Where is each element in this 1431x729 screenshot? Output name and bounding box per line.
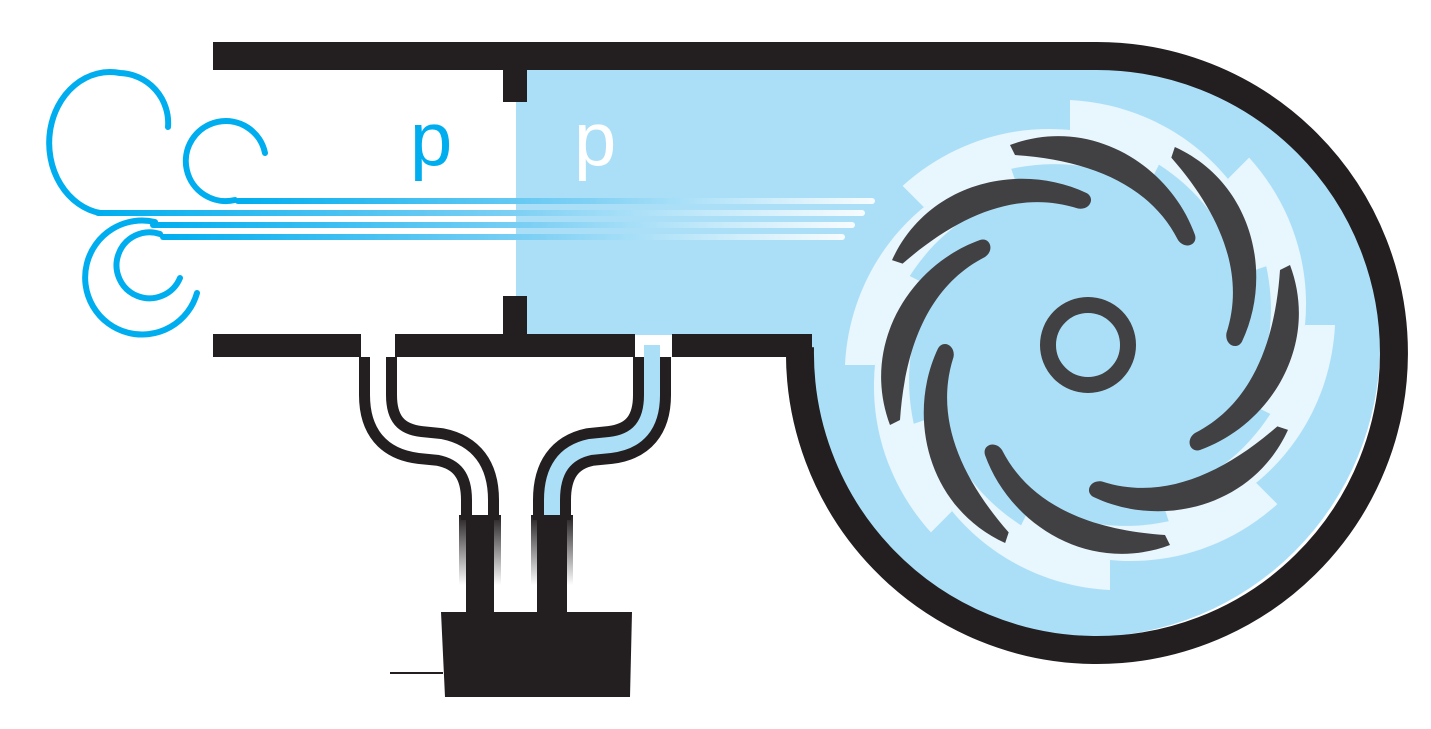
impeller-hub	[1040, 297, 1136, 393]
outside-pressure-label: p	[410, 97, 453, 182]
wind-swirls	[46, 69, 268, 338]
inside-pressure-label: p	[574, 97, 617, 182]
airflow-streams	[95, 198, 875, 240]
impeller	[845, 100, 1335, 590]
blades	[881, 136, 1299, 554]
fan-housing	[213, 41, 1408, 664]
pressure-tubes	[359, 345, 671, 615]
duct-partition	[503, 66, 527, 340]
pressure-sensor	[390, 612, 632, 697]
